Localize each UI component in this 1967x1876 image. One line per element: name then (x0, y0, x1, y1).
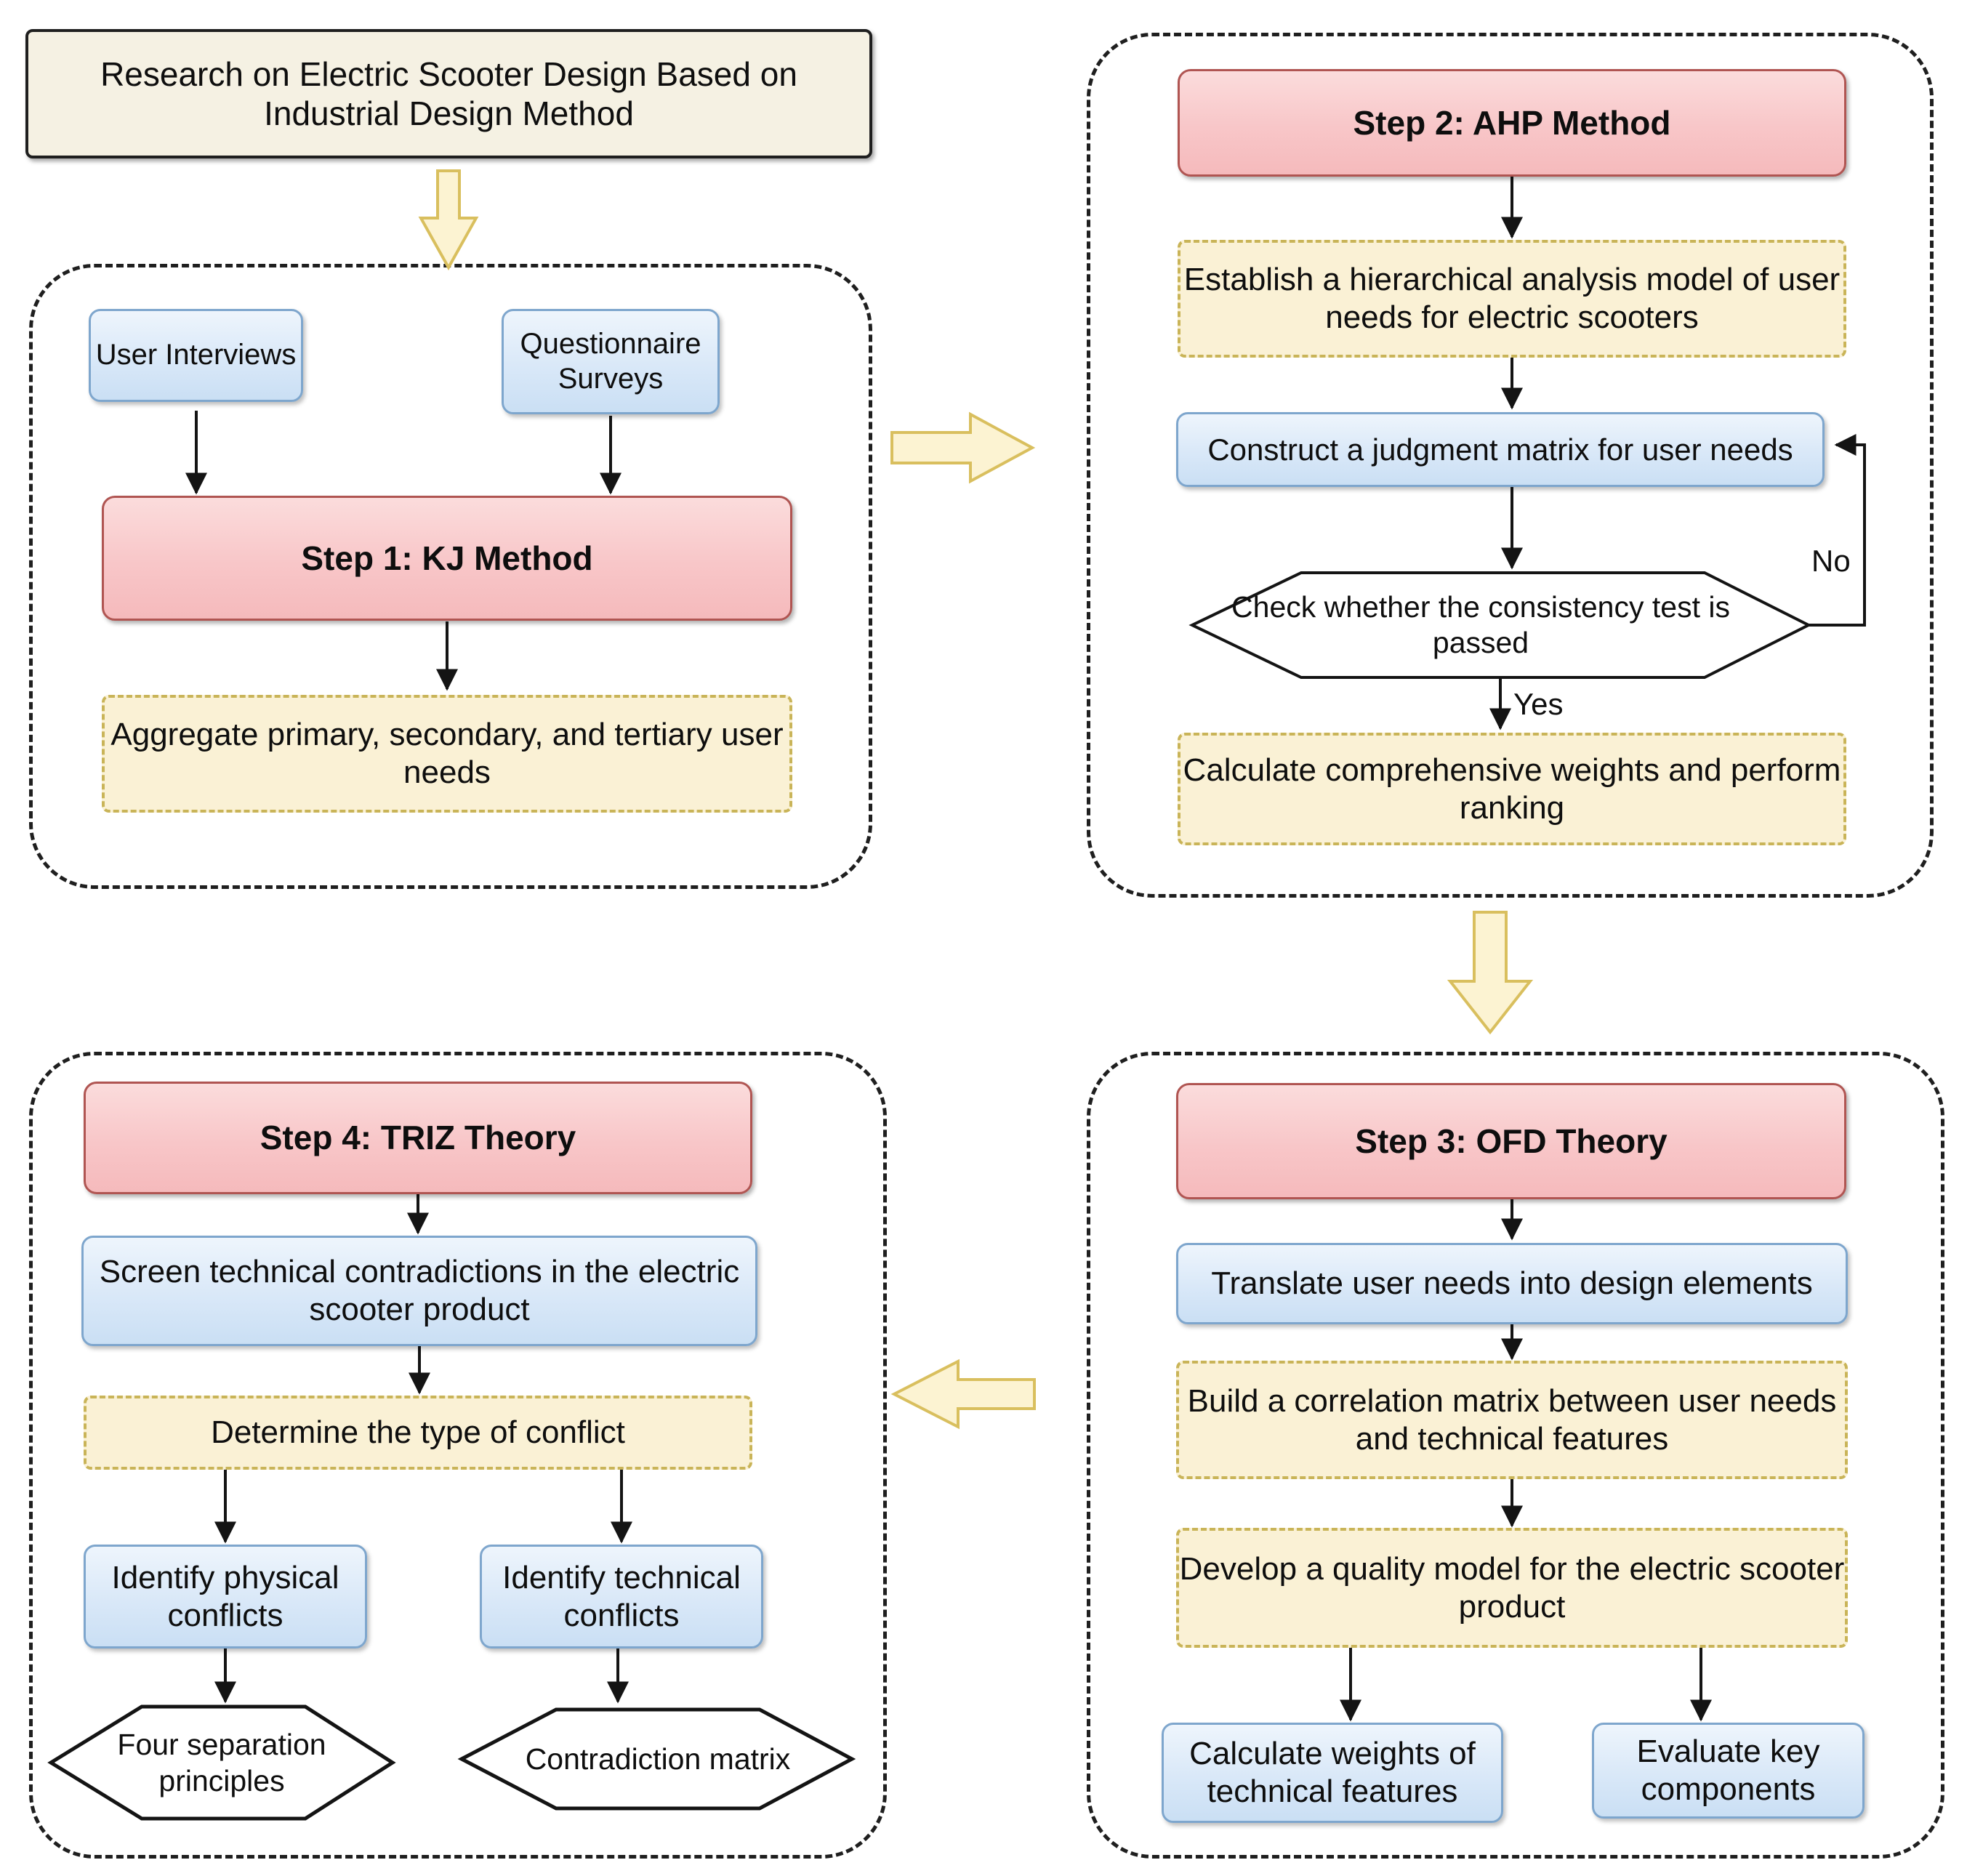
group-step2-ahp-method (1087, 33, 1934, 898)
label-four-separation-principles: Four separation principles (117, 1728, 326, 1798)
node-screen-technical-contradictions: Screen technical contradictions in the e… (81, 1236, 757, 1346)
hexagon-four-separation-principles (47, 1704, 396, 1821)
label-no: No (1811, 544, 1851, 578)
node-build-correlation-matrix: Build a correlation matrix between user … (1176, 1361, 1848, 1479)
group-step3-ofd-theory (1087, 1052, 1944, 1859)
label-contradiction-matrix: Contradiction matrix (525, 1742, 791, 1776)
node-step3-header: Step 3: OFD Theory (1176, 1083, 1846, 1199)
hexagon-contradiction-matrix (457, 1707, 856, 1811)
label-yes: Yes (1513, 687, 1564, 721)
arrow-check-no-loop (1809, 434, 1866, 627)
node-establish-hierarchical-model: Establish a hierarchical analysis model … (1178, 240, 1846, 358)
flow-arrow-step1-to-step2 (890, 411, 1036, 484)
node-calculate-technical-weights: Calculate weights of technical features (1162, 1723, 1503, 1823)
node-construct-judgment-matrix: Construct a judgment matrix for user nee… (1176, 412, 1825, 487)
node-step4-header: Step 4: TRIZ Theory (84, 1082, 752, 1194)
flow-arrow-step2-to-step3 (1447, 911, 1534, 1035)
flow-arrow-step3-to-step4 (890, 1358, 1036, 1430)
node-determine-conflict-type: Determine the type of conflict (84, 1396, 752, 1470)
node-aggregate-user-needs: Aggregate primary, secondary, and tertia… (102, 695, 792, 813)
node-step2-header: Step 2: AHP Method (1178, 69, 1846, 177)
node-translate-user-needs: Translate user needs into design element… (1176, 1243, 1848, 1324)
node-user-interviews: User Interviews (89, 309, 303, 402)
node-questionnaire-surveys: Questionnaire Surveys (502, 309, 720, 414)
group-step4-triz-theory (29, 1052, 887, 1859)
node-evaluate-key-components: Evaluate key components (1592, 1723, 1865, 1819)
node-identify-physical-conflicts: Identify physical conflicts (84, 1545, 367, 1648)
node-calculate-comprehensive-weights: Calculate comprehensive weights and perf… (1178, 733, 1846, 845)
label-consistency-check: Check whether the consistency test is pa… (1231, 589, 1730, 659)
node-identify-technical-conflicts: Identify technical conflicts (480, 1545, 763, 1648)
node-develop-quality-model: Develop a quality model for the electric… (1176, 1528, 1848, 1648)
flow-arrow-title-to-step1 (418, 169, 479, 271)
node-step1-header: Step 1: KJ Method (102, 496, 792, 621)
diagram-title: Research on Electric Scooter Design Base… (25, 29, 872, 158)
